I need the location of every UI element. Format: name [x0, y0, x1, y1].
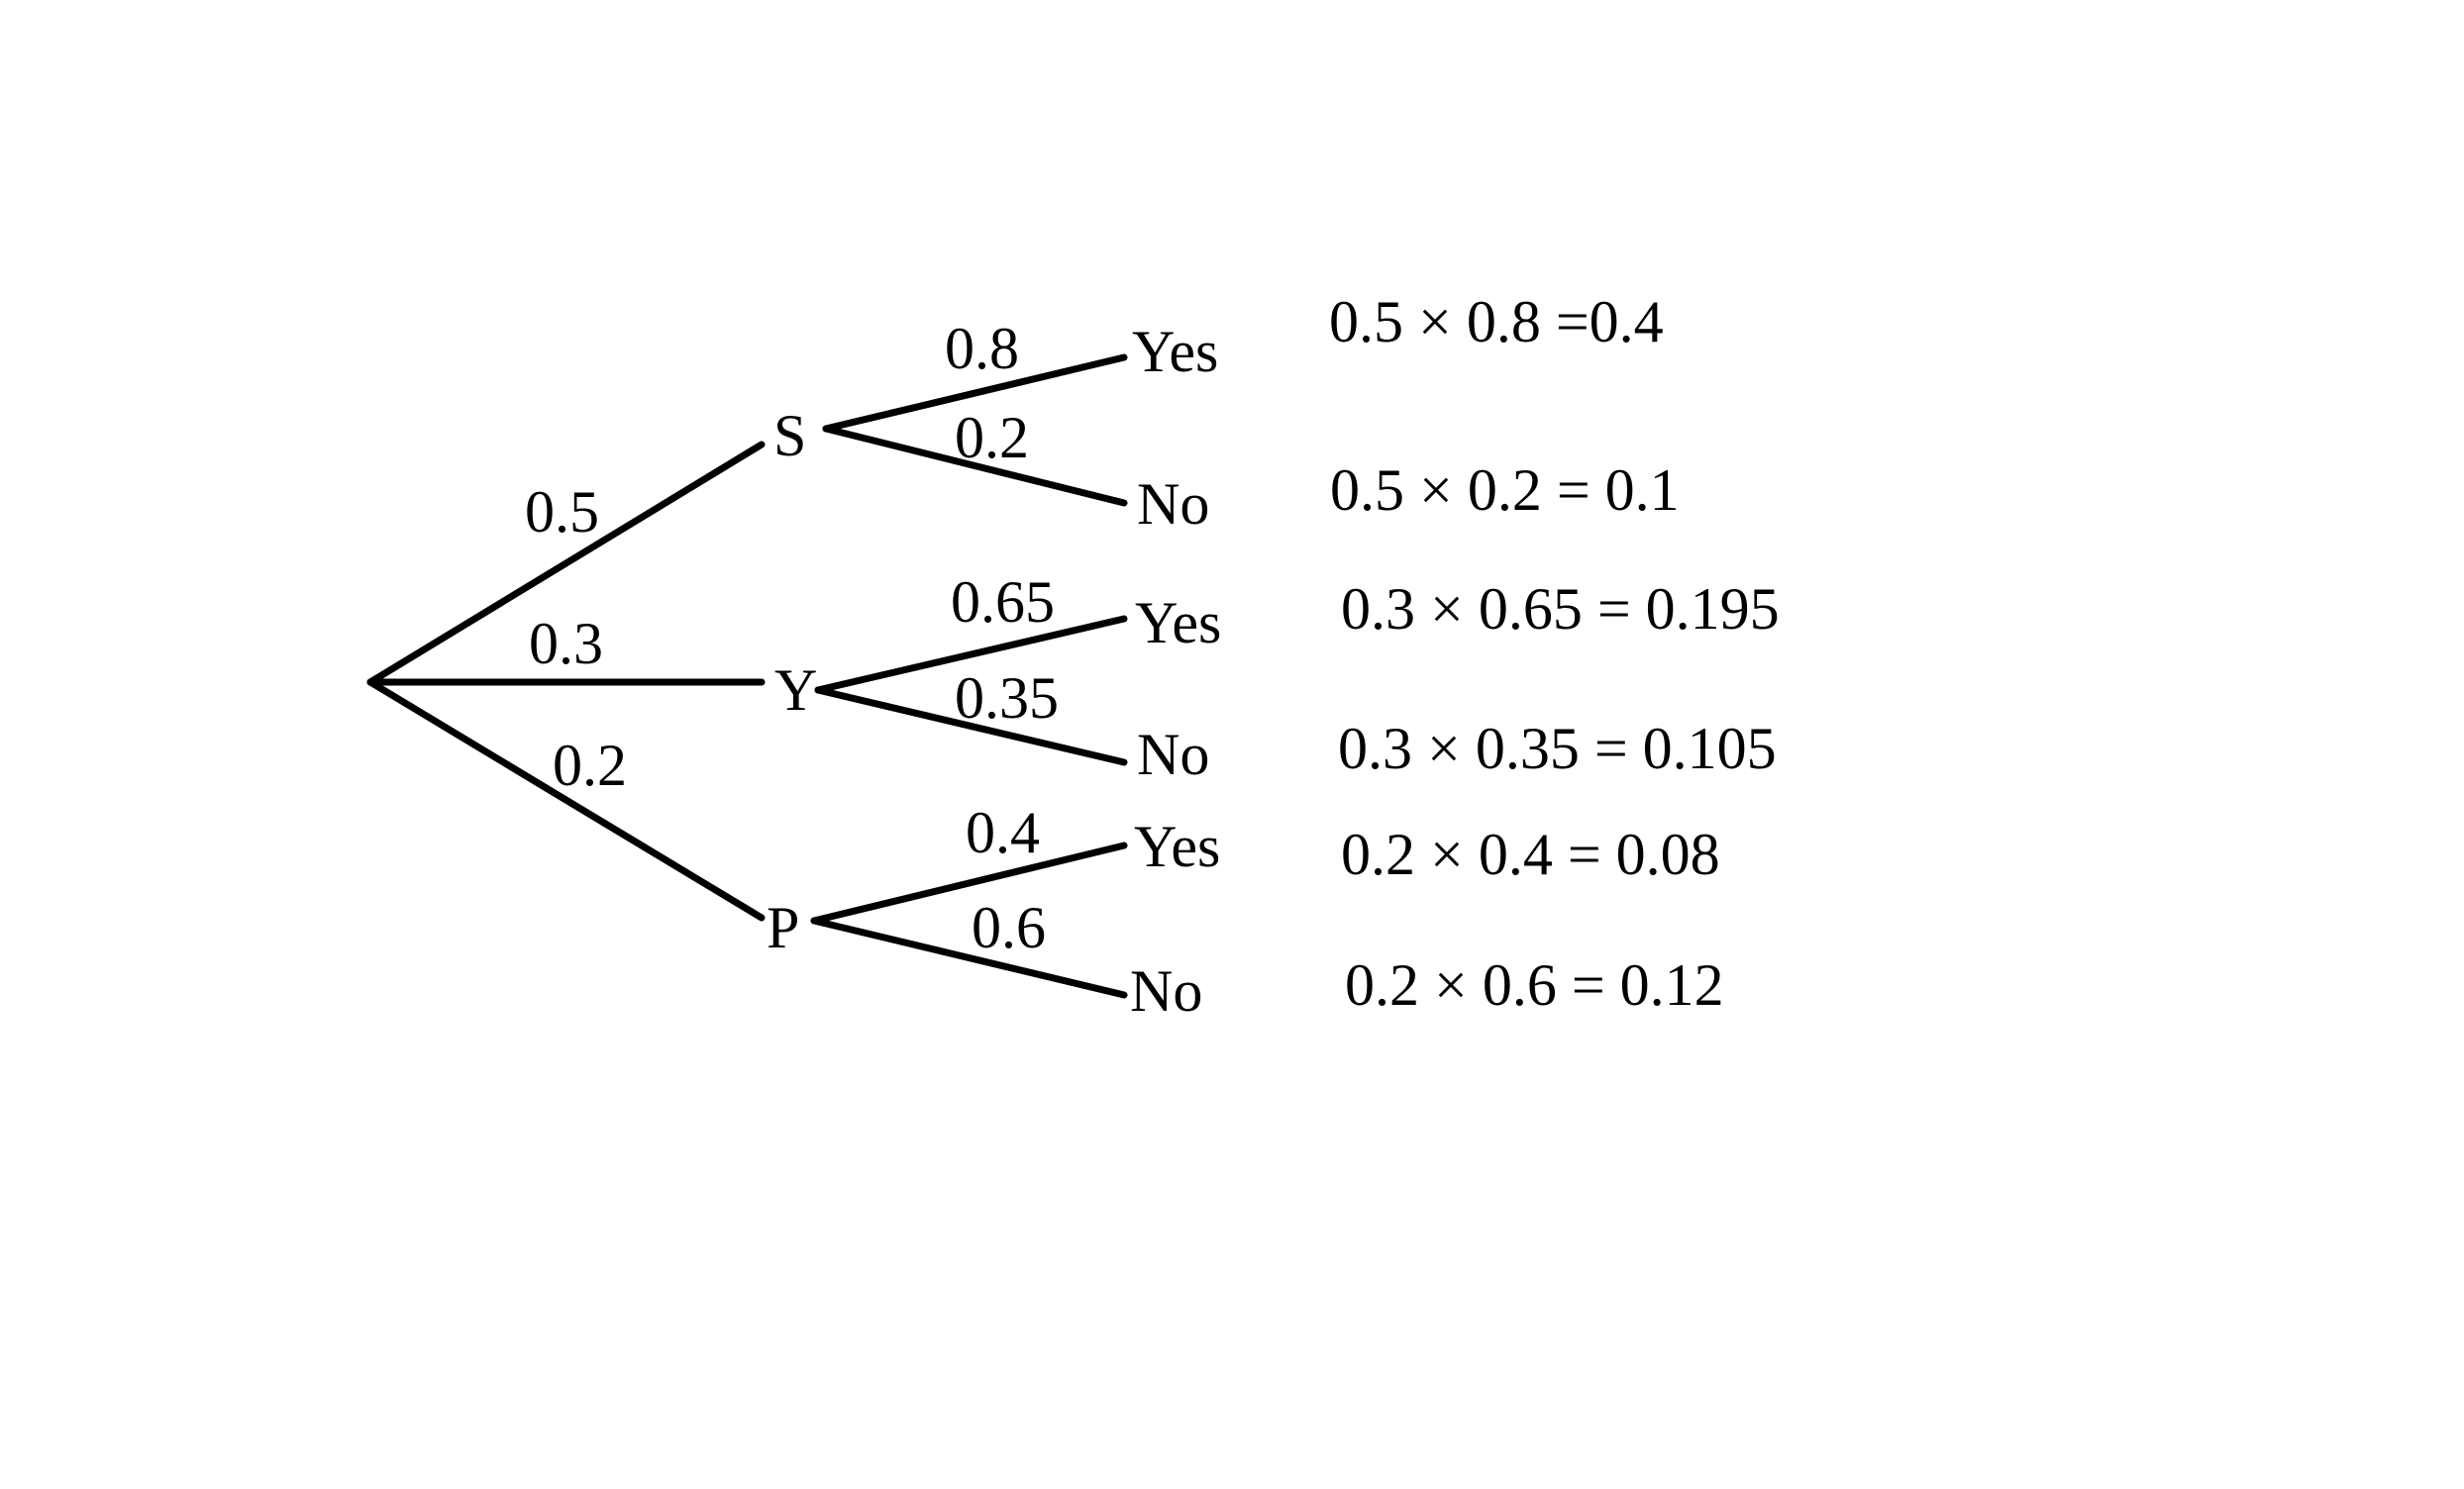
node-p: P: [767, 895, 799, 960]
prob-p-no: 0.6: [972, 895, 1046, 960]
prob-s-no: 0.2: [955, 405, 1029, 470]
branch-root-s: [366, 441, 766, 686]
outcome-s-no: No: [1137, 471, 1209, 537]
branch-y-no: [814, 686, 1128, 766]
prob-root-s: 0.5: [525, 479, 599, 545]
outcome-p-yes: Yes: [1134, 814, 1220, 879]
prob-root-y: 0.3: [529, 611, 603, 676]
prob-y-no: 0.35: [955, 665, 1059, 731]
result-y-no: 0.3 × 0.35 = 0.105: [1338, 716, 1777, 781]
outcome-y-no: No: [1137, 722, 1209, 787]
outcome-p-no: No: [1130, 958, 1202, 1024]
branch-p-yes: [810, 842, 1128, 925]
node-y: Y: [774, 657, 817, 723]
prob-root-p: 0.2: [553, 733, 627, 798]
result-s-yes: 0.5 × 0.8 =0.4: [1329, 289, 1664, 354]
prob-y-yes: 0.65: [951, 569, 1055, 635]
branch-s-yes: [822, 353, 1128, 433]
branch-y-yes: [814, 615, 1128, 694]
outcome-y-yes: Yes: [1135, 590, 1221, 655]
result-s-no: 0.5 × 0.2 = 0.1: [1330, 457, 1680, 523]
result-p-yes: 0.2 × 0.4 = 0.08: [1341, 822, 1720, 887]
branch-p-no: [810, 917, 1128, 999]
outcome-s-yes: Yes: [1132, 319, 1218, 384]
node-s: S: [773, 403, 806, 468]
result-y-yes: 0.3 × 0.65 = 0.195: [1341, 576, 1780, 642]
prob-p-yes: 0.4: [966, 800, 1040, 865]
branch-s-no: [822, 425, 1128, 507]
prob-s-yes: 0.8: [945, 316, 1019, 381]
branch-root-p: [366, 678, 766, 922]
result-p-no: 0.2 × 0.6 = 0.12: [1345, 952, 1724, 1018]
